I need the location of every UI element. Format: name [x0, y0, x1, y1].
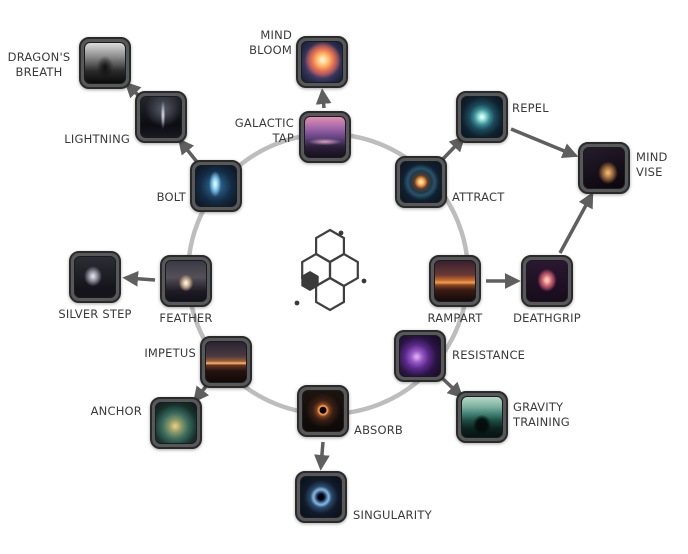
skill-node-attract[interactable] [395, 156, 447, 208]
center-hexagon-emblem [294, 228, 367, 312]
skill-node-mind-bloom[interactable] [296, 36, 348, 88]
skill-node-gravity-training[interactable] [456, 391, 508, 443]
edge-attract-repel [440, 135, 466, 162]
edge-impetus-anchor [193, 383, 210, 403]
skill-label-feather: FEATHER [159, 311, 213, 325]
resistance-icon [399, 335, 441, 377]
skill-node-repel[interactable] [456, 91, 508, 143]
skill-label-lightning: LIGHTNING [64, 132, 130, 146]
edge-repel-mind-vise [510, 127, 579, 159]
skill-node-mind-vise[interactable] [578, 142, 630, 194]
solid-hexagon [301, 271, 319, 291]
skill-node-rampart[interactable] [429, 255, 481, 307]
skill-node-dragons-breath[interactable] [79, 37, 131, 89]
skill-label-absorb: ABSORB [354, 423, 403, 437]
mind-bloom-icon [301, 41, 343, 83]
anchor-icon [155, 402, 197, 444]
edge-deathgrip-mind-vise [558, 191, 594, 254]
feather-icon [165, 260, 207, 302]
repel-icon [461, 96, 503, 138]
edge-feather-silver-step [122, 270, 156, 287]
galactic-tap-icon [304, 116, 346, 158]
gravity-training-icon [461, 396, 503, 438]
skill-label-impetus: IMPETUS [144, 346, 196, 360]
skill-label-repel: REPEL [512, 101, 549, 115]
dragons-breath-icon [84, 42, 126, 84]
skill-node-singularity[interactable] [295, 471, 347, 523]
skill-label-bolt: BOLT [156, 190, 186, 204]
skill-label-silver-step: SILVER STEP [58, 307, 132, 321]
lightning-icon [140, 96, 182, 138]
impetus-icon [205, 341, 247, 383]
skill-node-absorb[interactable] [297, 385, 349, 437]
skill-node-feather[interactable] [160, 255, 212, 307]
skill-label-singularity: SINGULARITY [353, 508, 432, 522]
skill-label-deathgrip: DEATHGRIP [513, 311, 581, 325]
singularity-icon [300, 476, 342, 518]
bolt-icon [195, 165, 237, 207]
skill-label-anchor: ANCHOR [90, 404, 142, 418]
edge-galactic-tap-mind-bloom [315, 88, 332, 109]
skill-node-resistance[interactable] [394, 330, 446, 382]
skill-node-anchor[interactable] [150, 397, 202, 449]
skill-edges [122, 81, 594, 471]
edge-resistance-gravity-training [439, 375, 464, 399]
edge-absorb-singularity [314, 441, 330, 471]
skill-node-bolt[interactable] [190, 160, 242, 212]
skill-node-impetus[interactable] [200, 336, 252, 388]
skill-node-deathgrip[interactable] [521, 255, 573, 307]
silver-step-icon [74, 256, 116, 298]
skill-node-galactic-tap[interactable] [299, 111, 351, 163]
mind-vise-icon [583, 147, 625, 189]
absorb-icon [302, 390, 344, 432]
skill-node-silver-step[interactable] [69, 251, 121, 303]
attract-icon [400, 161, 442, 203]
skill-label-attract: ATTRACT [452, 190, 505, 204]
edge-bolt-lightning [178, 138, 199, 164]
skill-label-rampart: RAMPART [427, 311, 483, 325]
skill-label-resistance: RESISTANCE [452, 348, 526, 362]
skill-node-lightning[interactable] [135, 91, 187, 143]
deathgrip-icon [526, 260, 568, 302]
rampart-icon [434, 260, 476, 302]
